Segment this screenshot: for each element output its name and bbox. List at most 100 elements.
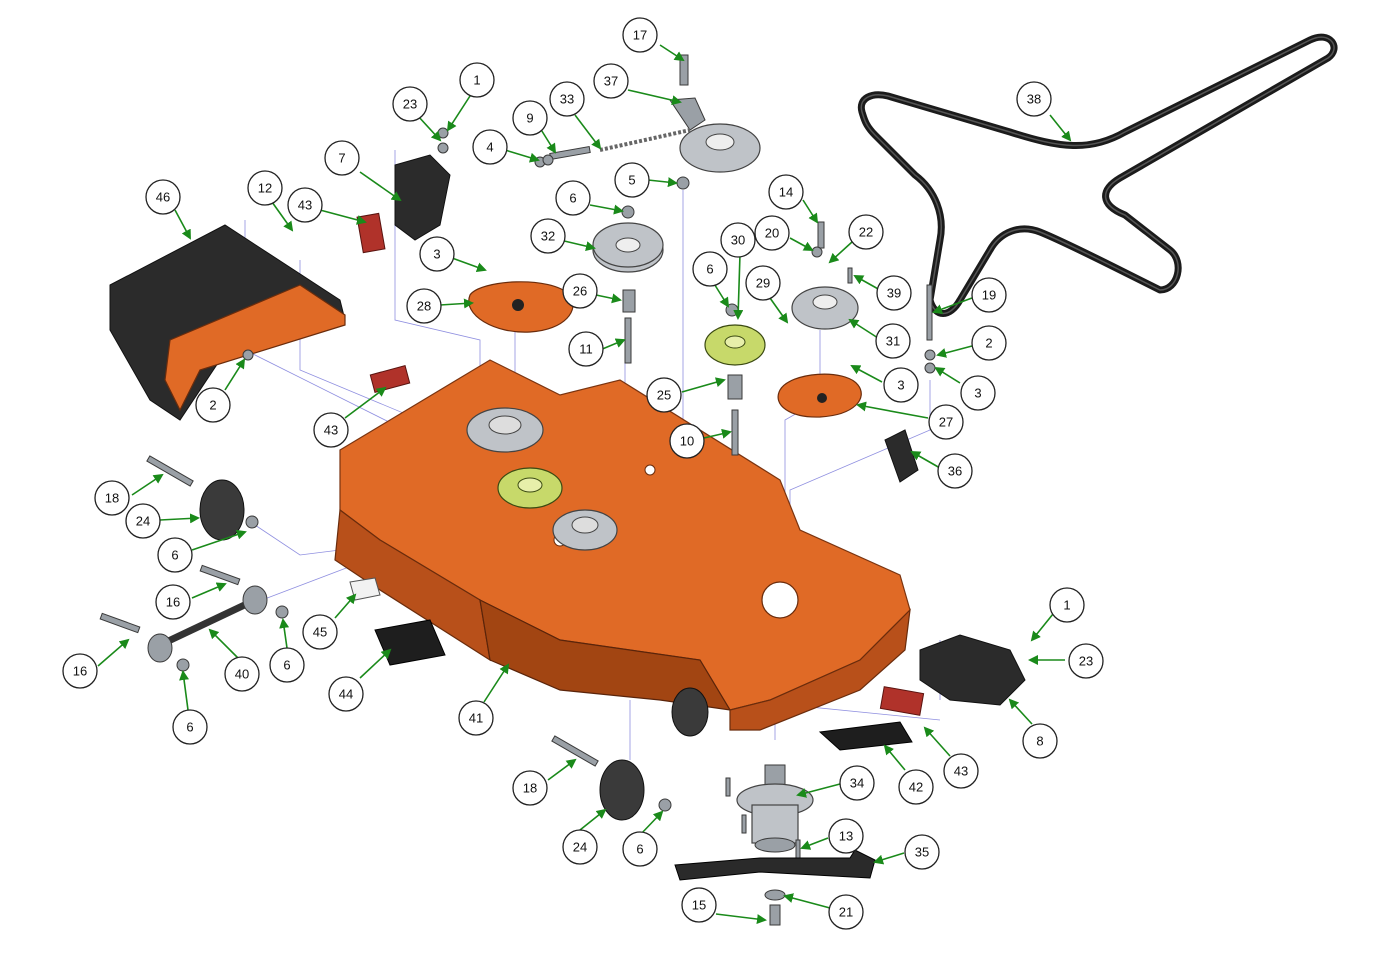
callout-circle <box>614 162 650 198</box>
callout-number: 34 <box>850 776 864 791</box>
idler-pulley-32 <box>592 222 664 273</box>
callout-circle <box>943 753 979 789</box>
callout-3: 3 <box>960 375 996 411</box>
callout-circle <box>875 323 911 359</box>
callout-46: 46 <box>145 179 181 215</box>
idler-plate-28 <box>468 281 574 333</box>
idler-pulley-31 <box>791 286 859 330</box>
callout-number: 43 <box>324 423 338 438</box>
callout-number: 1 <box>473 73 480 88</box>
callout-number: 6 <box>283 658 290 673</box>
callout-circle <box>172 709 208 745</box>
callout-number: 31 <box>886 334 900 349</box>
callout-number: 12 <box>258 181 272 196</box>
idler-pulley-30 <box>704 324 766 366</box>
callout-number: 25 <box>657 388 671 403</box>
callout-circle <box>720 222 756 258</box>
callout-number: 6 <box>171 548 178 563</box>
callout-number: 3 <box>433 247 440 262</box>
callout-circle <box>392 86 428 122</box>
callout-circle <box>549 81 585 117</box>
callout-31: 31 <box>875 323 911 359</box>
callout-circle <box>828 894 864 930</box>
callout-number: 5 <box>628 173 635 188</box>
callout-circle <box>898 769 934 805</box>
callout-6: 6 <box>622 831 658 867</box>
gauge-wheel-upper <box>146 455 259 541</box>
callout-number: 3 <box>897 378 904 393</box>
callout-number: 13 <box>839 829 853 844</box>
callout-6: 6 <box>172 709 208 745</box>
callout-40: 40 <box>224 656 260 692</box>
callout-circle <box>157 537 193 573</box>
callout-circle <box>125 503 161 539</box>
callout-6: 6 <box>555 180 591 216</box>
callout-number: 1 <box>1063 598 1070 613</box>
callout-number: 45 <box>313 625 327 640</box>
callout-number: 29 <box>756 276 770 291</box>
callout-2: 2 <box>971 325 1007 361</box>
decals <box>349 212 925 751</box>
callout-number: 43 <box>298 198 312 213</box>
callout-3: 3 <box>883 367 919 403</box>
callout-25: 25 <box>646 377 682 413</box>
callout-number: 18 <box>523 781 537 796</box>
hardware-parts <box>242 54 936 456</box>
callout-18: 18 <box>512 770 548 806</box>
callout-19: 19 <box>971 277 1007 313</box>
callout-number: 24 <box>573 840 587 855</box>
v-belt-38 <box>857 33 1338 317</box>
callout-circle <box>904 834 940 870</box>
callout-number: 41 <box>469 711 483 726</box>
callout-circle <box>459 62 495 98</box>
callout-circle <box>928 404 964 440</box>
callout-circle <box>1022 723 1058 759</box>
callout-42: 42 <box>898 769 934 805</box>
callout-number: 43 <box>954 764 968 779</box>
callout-24: 24 <box>125 503 161 539</box>
callout-circle <box>562 829 598 865</box>
callout-circle <box>768 174 804 210</box>
callout-number: 27 <box>939 415 953 430</box>
callout-number: 18 <box>105 491 119 506</box>
callout-circle <box>1049 587 1085 623</box>
callout-6: 6 <box>157 537 193 573</box>
callout-circle <box>555 180 591 216</box>
callout-number: 15 <box>692 898 706 913</box>
callout-circle <box>883 367 919 403</box>
callout-circle <box>937 453 973 489</box>
spindle-34 <box>725 764 814 859</box>
callout-circle <box>681 887 717 923</box>
callout-28: 28 <box>406 288 442 324</box>
callout-circle <box>622 831 658 867</box>
callout-8: 8 <box>1022 723 1058 759</box>
callout-number: 38 <box>1027 92 1041 107</box>
callout-44: 44 <box>328 676 364 712</box>
callout-11: 11 <box>568 331 604 367</box>
callout-circle <box>848 214 884 250</box>
callout-number: 11 <box>579 342 593 357</box>
callout-26: 26 <box>562 273 598 309</box>
callout-circle <box>530 218 566 254</box>
callout-35: 35 <box>904 834 940 870</box>
callout-43: 43 <box>313 412 349 448</box>
callout-number: 46 <box>156 190 170 205</box>
callout-32: 32 <box>530 218 566 254</box>
callout-34: 34 <box>839 765 875 801</box>
callout-number: 6 <box>186 720 193 735</box>
callout-14: 14 <box>768 174 804 210</box>
gauge-wheel-lower <box>551 735 672 821</box>
callout-16: 16 <box>62 653 98 689</box>
callout-4: 4 <box>472 129 508 165</box>
callout-17: 17 <box>622 17 658 53</box>
callout-number: 42 <box>909 780 923 795</box>
deck-wheel-front <box>671 687 709 737</box>
callout-number: 14 <box>779 185 793 200</box>
callout-9: 9 <box>512 100 548 136</box>
callout-circle <box>302 614 338 650</box>
callout-circle <box>971 325 1007 361</box>
discharge-chute-46 <box>109 224 346 421</box>
callout-number: 23 <box>403 97 417 112</box>
callout-39: 39 <box>876 275 912 311</box>
